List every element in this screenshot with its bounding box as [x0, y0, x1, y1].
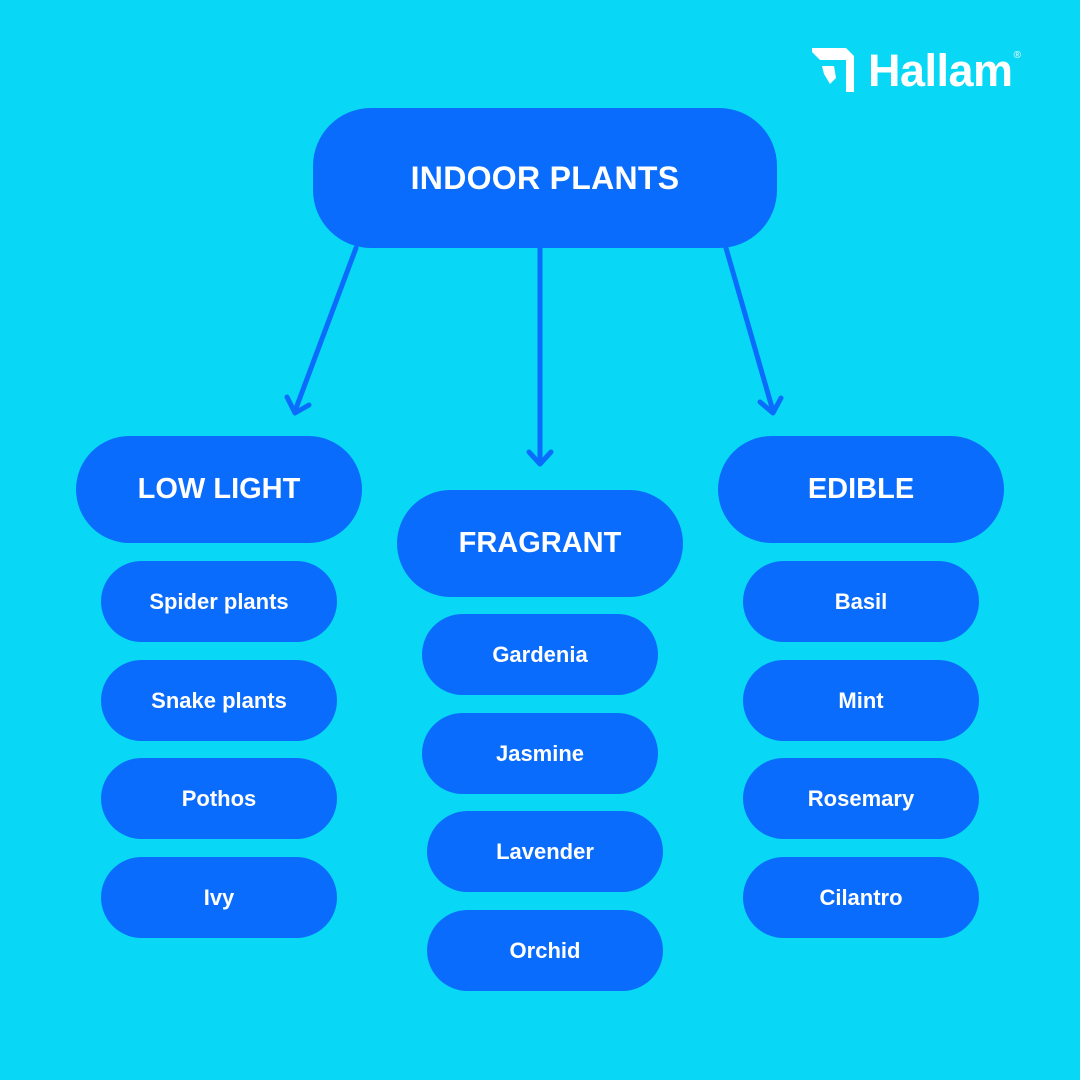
category-fragrant: FRAGRANT	[397, 490, 683, 597]
list-item-ivy: Ivy	[101, 857, 337, 938]
list-item-spider-plants: Spider plants	[101, 561, 337, 642]
list-item-orchid: Orchid	[427, 910, 663, 991]
item-label: Lavender	[496, 838, 594, 864]
item-label: Jasmine	[495, 740, 585, 766]
list-item-mint: Mint	[743, 660, 979, 741]
category-low-light: LOW LIGHT	[76, 436, 362, 543]
item-label: Rosemary	[807, 785, 915, 811]
hallam-arrow-icon	[812, 48, 854, 92]
category-edible: EDIBLE	[718, 436, 1004, 543]
arrowhead-edible	[757, 395, 784, 416]
list-item-snake-plants: Snake plants	[101, 660, 337, 741]
arrow-low-light	[292, 245, 359, 414]
list-item-gardenia: Gardenia	[422, 614, 658, 695]
arrowhead-low-light	[284, 394, 312, 416]
registered-mark: ®	[1013, 50, 1021, 61]
category-label: EDIBLE	[807, 473, 915, 505]
item-label: Spider plants	[149, 588, 289, 614]
root-node: INDOOR PLANTS	[313, 108, 777, 248]
item-label: Gardenia	[492, 641, 588, 667]
item-label: Pothos	[181, 785, 257, 811]
arrow-edible	[723, 245, 776, 414]
root-label: INDOOR PLANTS	[410, 159, 680, 196]
logo-wordmark: Hallam	[868, 44, 1013, 96]
item-label: Mint	[838, 687, 884, 713]
item-label: Cilantro	[819, 884, 903, 910]
list-item-basil: Basil	[743, 561, 979, 642]
category-label: LOW LIGHT	[137, 473, 301, 505]
item-label: Ivy	[203, 884, 235, 910]
item-label: Snake plants	[151, 687, 287, 713]
item-label: Basil	[834, 588, 888, 614]
arrowhead-fragrant	[526, 449, 554, 467]
list-item-pothos: Pothos	[101, 758, 337, 839]
item-label: Orchid	[509, 937, 581, 963]
list-item-cilantro: Cilantro	[743, 857, 979, 938]
list-item-jasmine: Jasmine	[422, 713, 658, 794]
list-item-rosemary: Rosemary	[743, 758, 979, 839]
hallam-logo: Hallam ®	[812, 46, 1021, 94]
category-label: FRAGRANT	[458, 527, 622, 559]
list-item-lavender: Lavender	[427, 811, 663, 892]
